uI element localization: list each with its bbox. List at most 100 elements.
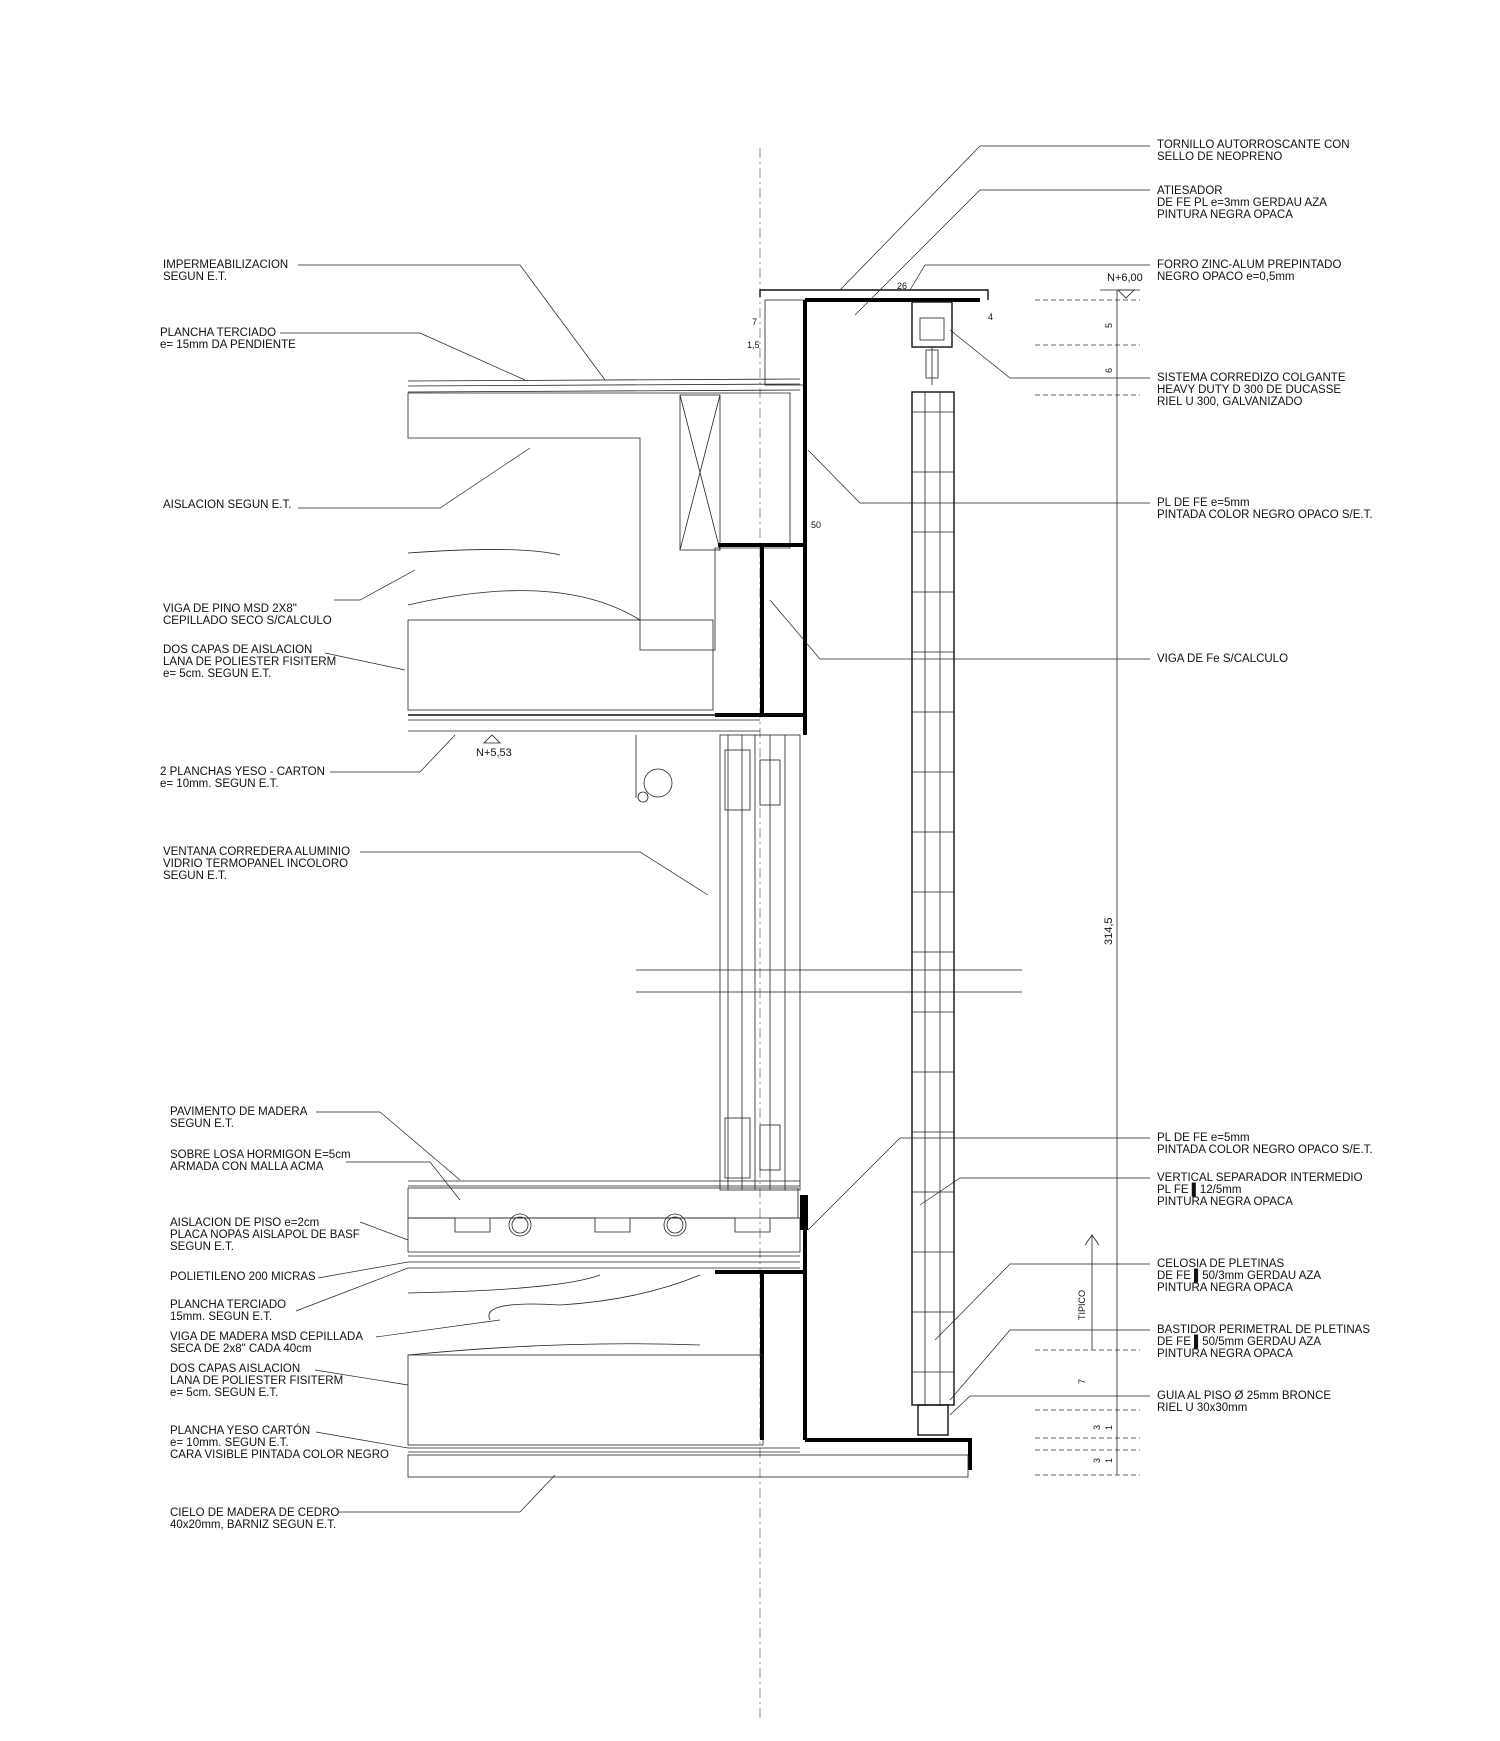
label-line: VENTANA CORREDERA ALUMINIO <box>163 846 350 858</box>
label-line: TORNILLO AUTORROSCANTE CON <box>1157 139 1350 151</box>
label-line: PLANCHA TERCIADO <box>170 1299 286 1311</box>
label-line: AISLACION DE PISO e=2cm <box>170 1217 319 1229</box>
dim-detail-26: 26 <box>897 281 907 291</box>
dim-height: 314,5 <box>1103 917 1115 945</box>
label-viga-fe: VIGA DE Fe S/CALCULO <box>1157 653 1288 665</box>
label-line: RIEL U 300, GALVANIZADO <box>1157 396 1303 408</box>
label-line: PINTURA NEGRA OPACA <box>1157 1196 1293 1208</box>
label-line: FORRO ZINC-ALUM PREPINTADO <box>1157 259 1341 271</box>
label-line: CELOSIA DE PLETINAS <box>1157 1258 1285 1270</box>
label-line: CIELO DE MADERA DE CEDRO <box>170 1507 339 1519</box>
label-line: IMPERMEABILIZACION <box>163 259 288 271</box>
label-line: DOS CAPAS AISLACION <box>170 1363 300 1375</box>
label-line: e= 5cm. SEGUN E.T. <box>170 1387 278 1399</box>
label-line: NEGRO OPACO e=0,5mm <box>1157 271 1295 283</box>
level-marker-bottom: N+5,53 <box>476 734 512 759</box>
label-line: ATIESADOR <box>1157 185 1223 197</box>
dim-bottom-3b: 3 <box>1092 1458 1102 1463</box>
dimension-lines: 5 6 314,5 TIPICO 7 1 3 3 1 26 7 1,5 4 50 <box>747 281 1140 1476</box>
label-line: VIDRIO TERMOPANEL INCOLORO <box>163 858 348 870</box>
label-line: SECA DE 2x8" CADA 40cm <box>170 1343 312 1355</box>
label-polietileno: POLIETILENO 200 MICRAS <box>170 1271 316 1283</box>
label-line: DE FE PL e=3mm GERDAU AZA <box>1157 197 1327 209</box>
label-line: CARA VISIBLE PINTADA COLOR NEGRO <box>170 1449 389 1461</box>
label-line: ARMADA CON MALLA ACMA <box>170 1161 324 1173</box>
label-line: DE FE ▌50/5mm GERDAU AZA <box>1157 1334 1321 1349</box>
label-line: SEGUN E.T. <box>170 1118 234 1130</box>
label-line: VERTICAL SEPARADOR INTERMEDIO <box>1157 1172 1363 1184</box>
louvre-screen <box>911 391 955 1436</box>
label-line: PLANCHA YESO CARTÓN <box>170 1424 310 1437</box>
label-viga-pino: VIGA DE PINO MSD 2X8"CEPILLADO SECO S/CA… <box>163 603 332 627</box>
level-marker-top: N+6,00 <box>1100 272 1143 299</box>
label-line: DOS CAPAS DE AISLACION <box>163 644 312 656</box>
label-line: BASTIDOR PERIMETRAL DE PLETINAS <box>1157 1324 1370 1336</box>
label-line: PL FE ▌12/5mm <box>1157 1182 1241 1197</box>
label-line: VIGA DE MADERA MSD CEPILLADA <box>170 1331 363 1343</box>
label-line: e= 15mm DA PENDIENTE <box>160 339 296 351</box>
label-line: PINTURA NEGRA OPACA <box>1157 1348 1293 1360</box>
dim-detail-4: 4 <box>988 312 993 322</box>
label-line: 40x20mm, BARNIZ SEGUN E.T. <box>170 1519 336 1531</box>
label-line: CEPILLADO SECO S/CALCULO <box>163 615 332 627</box>
roof-assembly <box>407 289 989 735</box>
label-line: PINTURA NEGRA OPACA <box>1157 1282 1293 1294</box>
label-line: PL DE FE e=5mm <box>1157 1132 1250 1144</box>
dim-detail-7: 7 <box>752 317 757 327</box>
label-line: PINTADA COLOR NEGRO OPACO S/E.T. <box>1157 509 1373 521</box>
label-line: DE FE ▌50/3mm GERDAU AZA <box>1157 1268 1321 1283</box>
label-line: PLACA NOPAS AISLAPOL DE BASF <box>170 1229 360 1241</box>
label-line: SEGUN E.T. <box>163 870 227 882</box>
label-line: VIGA DE Fe S/CALCULO <box>1157 653 1288 665</box>
label-line: PINTADA COLOR NEGRO OPACO S/E.T. <box>1157 1144 1373 1156</box>
label-line: RIEL U 30x30mm <box>1157 1402 1247 1414</box>
label-line: LANA DE POLIESTER FISITERM <box>163 656 336 668</box>
label-line: PINTURA NEGRA OPACA <box>1157 209 1293 221</box>
label-line: VIGA DE PINO MSD 2X8" <box>163 603 297 615</box>
dim-detail-1-5: 1,5 <box>747 340 760 350</box>
label-line: PL DE FE e=5mm <box>1157 497 1250 509</box>
label-line: SEGUN E.T. <box>163 271 227 283</box>
label-line: HEAVY DUTY D 300 DE DUCASSE <box>1157 384 1341 396</box>
sliding-window-frame <box>636 734 1022 1191</box>
dim-detail-50: 50 <box>811 520 821 530</box>
leader-lines <box>280 145 1150 1513</box>
dim-top-a: 5 <box>1104 323 1114 328</box>
label-line: AISLACION SEGUN E.T. <box>163 499 291 511</box>
label-line: 2 PLANCHAS YESO - CARTON <box>160 766 325 778</box>
upper-ceiling-assembly <box>407 549 805 803</box>
label-line: e= 5cm. SEGUN E.T. <box>163 668 271 680</box>
level-top: N+6,00 <box>1107 272 1143 284</box>
label-line: LANA DE POLIESTER FISITERM <box>170 1375 343 1387</box>
dim-bottom-7: 7 <box>1077 1379 1087 1384</box>
label-line: PLANCHA TERCIADO <box>160 327 276 339</box>
label-line: SOBRE LOSA HORMIGON E=5cm <box>170 1149 351 1161</box>
floor-assembly <box>407 1180 972 1478</box>
label-line: POLIETILENO 200 MICRAS <box>170 1271 316 1283</box>
label-line: e= 10mm. SEGUN E.T. <box>160 778 279 790</box>
dim-bottom-3a: 3 <box>1092 1425 1102 1430</box>
label-line: e= 10mm. SEGUN E.T. <box>170 1437 289 1449</box>
label-aislacion: AISLACION SEGUN E.T. <box>163 499 291 511</box>
